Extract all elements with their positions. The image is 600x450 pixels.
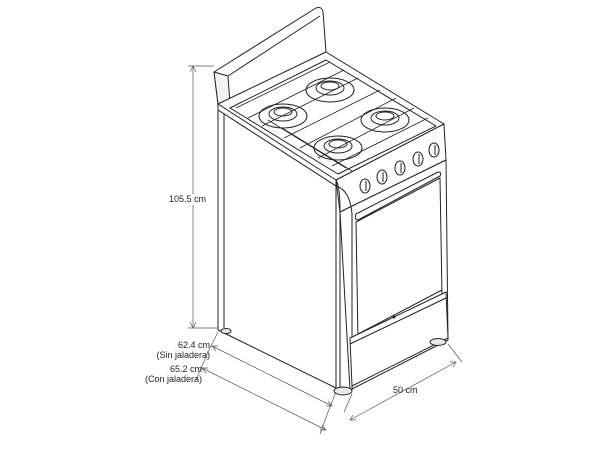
knob-1-icon (359, 178, 371, 194)
burner-left (258, 103, 308, 129)
depth-with-handle-dimension (195, 351, 329, 435)
depth-with-handle-note: (Con jaladera) (144, 374, 202, 384)
oven-handle (354, 171, 442, 221)
control-knobs (359, 142, 440, 194)
burner-right (360, 107, 410, 133)
width-dimension (343, 343, 463, 421)
grates (235, 61, 429, 177)
knob-3-icon (394, 160, 406, 176)
depth-without-handle-note: (Sin jaladera) (156, 350, 210, 360)
height-label: 105.5 cm (168, 194, 208, 205)
width-label: 50 cm (393, 385, 418, 395)
storage-drawer (349, 291, 449, 387)
knob-2-icon (376, 169, 388, 185)
backsplash (213, 7, 327, 105)
depth-without-handle-dimension (207, 331, 337, 413)
burner-back (305, 77, 355, 103)
knob-4-icon (412, 151, 424, 167)
depth-with-handle-label: 65.2 cm (169, 364, 202, 374)
feet (220, 328, 447, 396)
knob-5-icon (428, 142, 440, 158)
depth-without-handle-label: 62.4 cm (177, 340, 210, 350)
